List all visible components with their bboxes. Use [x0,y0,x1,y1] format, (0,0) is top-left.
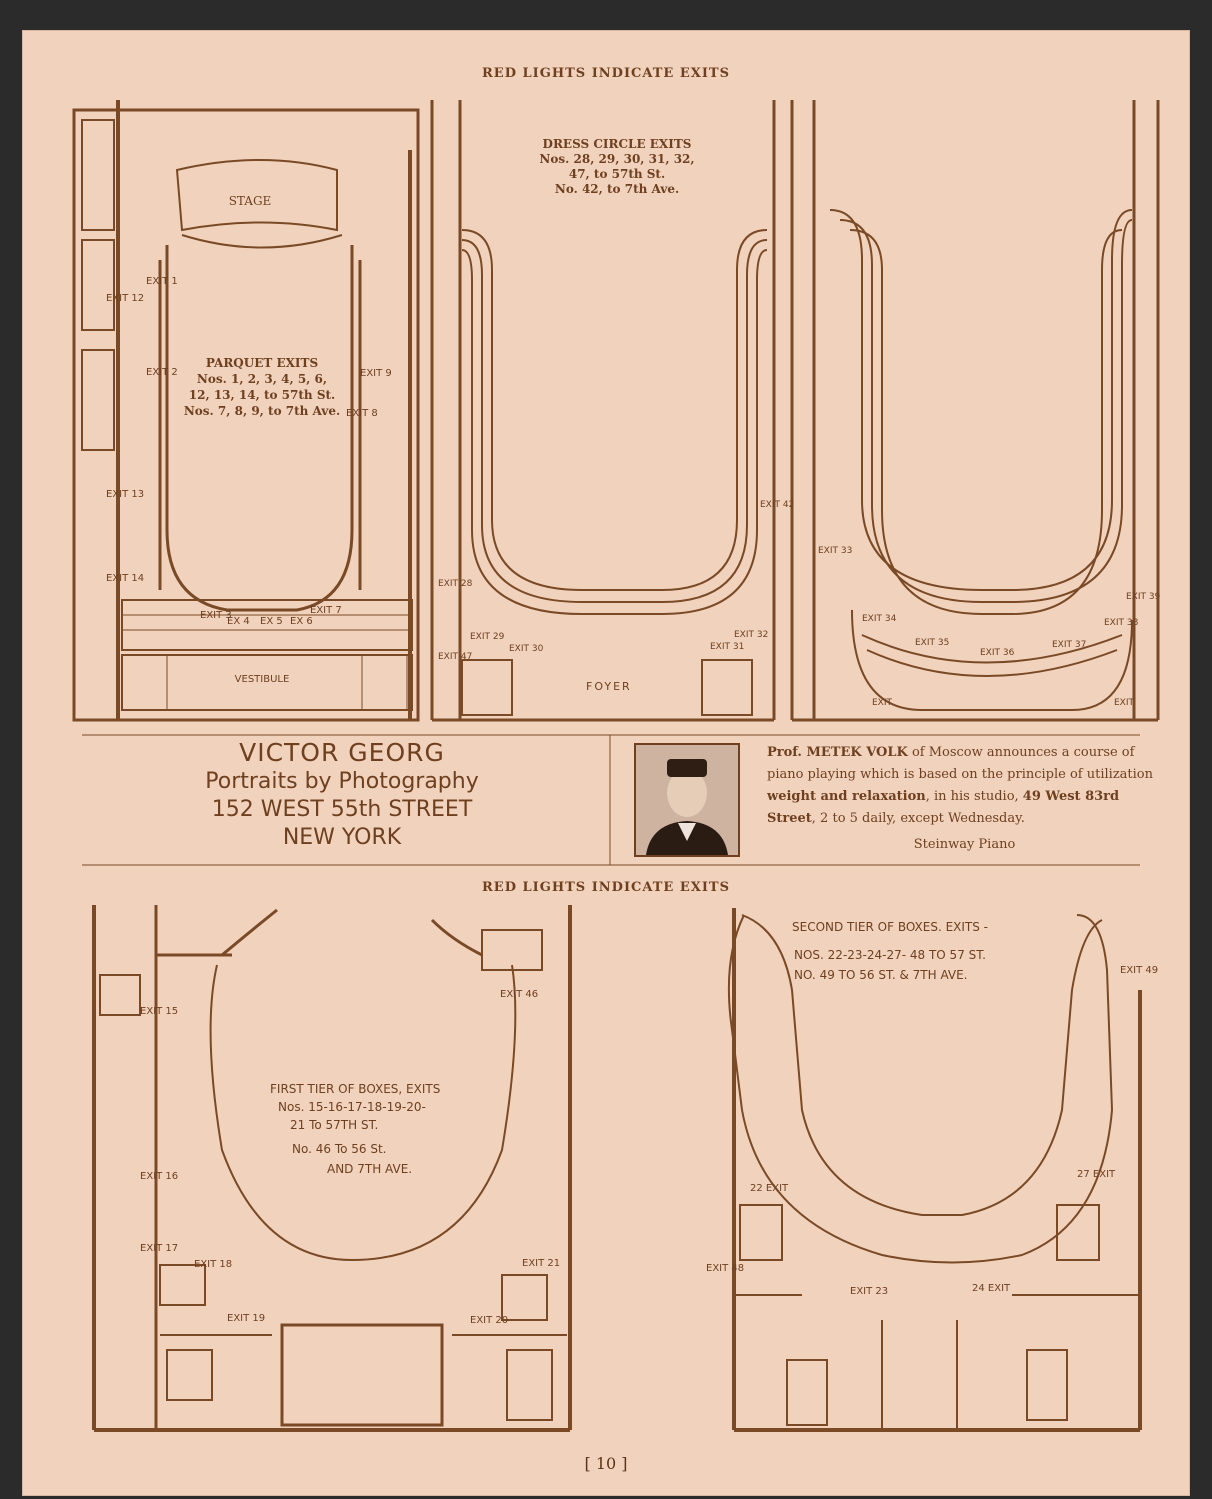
vestibule-label: VESTIBULE [234,674,290,685]
dress-circle-plan [430,100,776,722]
exit-33-label: EXIT 33 [818,546,853,556]
volk-bold-1: weight and relaxation [767,789,926,804]
exit-17-label: EXIT 17 [140,1243,179,1254]
first-tier-line2: Nos. 15-16-17-18-19-20- [278,1100,426,1114]
exit-12-label: EXIT 12 [106,293,145,304]
georg-service: Portraits by Photography [205,769,479,794]
volk-name: METEK VOLK [806,745,908,760]
volk-prefix: Prof. [767,745,807,760]
exit-14-label: EXIT 14 [106,573,145,584]
georg-name: VICTOR GEORG [239,738,445,767]
volk-address: 49 West 83rd Street [767,789,1120,826]
portrait-image [636,745,738,855]
exit-48-label: EXIT 48 [706,1263,745,1274]
dress-circle-line3: No. 42, to 7th Ave. [554,182,680,196]
georg-address: 152 WEST 55th STREET [211,797,473,822]
volk-text-1: of Moscow announces a course of piano pl… [767,745,1154,782]
second-tier-plan [727,908,1142,1432]
first-tier-line3: 21 To 57TH ST. [290,1118,379,1132]
exit-27-label: 27 EXIT [1077,1169,1116,1180]
parquet-exits-line3: Nos. 7, 8, 9, to 7th Ave. [183,404,341,418]
volk-sponsor: Steinway Piano [913,837,1016,852]
volk-text-2: , in his studio, [925,789,1023,804]
first-tier-line5: AND 7TH AVE. [327,1162,413,1176]
volk-announcement: Prof. METEK VOLK of Moscow announces a c… [767,742,1162,830]
balcony-exit-left-label: EXIT [872,698,893,708]
parquet-exits-title: PARQUET EXITS [205,356,319,370]
exit-notice-bottom: RED LIGHTS INDICATE EXITS [482,880,730,895]
parquet-exits-line1: Nos. 1, 2, 3, 4, 5, 6, [196,372,328,386]
program-page: RED LIGHTS INDICATE EXITS [22,30,1190,1496]
exit-35-label: EXIT 35 [915,638,950,648]
balcony-exit-right-label: EXIT [1114,698,1135,708]
exit-7-label: EXIT 7 [310,605,342,616]
exit-49-label: EXIT 49 [1120,965,1159,976]
exit-47-label: EXIT 47 [438,652,473,662]
exit-42-label: EXIT 42 [760,500,795,510]
exit-36-label: EXIT 36 [980,648,1015,658]
exit-15-label: EXIT 15 [140,1006,179,1017]
exit-22-label: 22 EXIT [750,1183,789,1194]
exit-8-label: EXIT 8 [346,408,378,419]
dress-circle-title: DRESS CIRCLE EXITS [542,137,692,151]
bottom-floor-plans [92,905,1142,1432]
exit-1-label: EXIT 1 [146,276,178,287]
exit-38-label: EXIT 38 [1104,618,1139,628]
stage-label: STAGE [228,194,272,208]
first-tier-line4: No. 46 To 56 St. [292,1142,387,1156]
exit-39-label: EXIT 39 [1126,592,1161,602]
divider-lines [82,734,1140,866]
exit-21-label: EXIT 21 [522,1258,561,1269]
exit-46-label: EXIT 46 [500,989,539,1000]
exit-28-label: EXIT 28 [438,579,473,589]
volk-portrait-photo [634,743,740,857]
exit-20-label: EXIT 20 [470,1315,509,1326]
exit-9-label: EXIT 9 [360,368,392,379]
exit-19-label: EXIT 19 [227,1313,266,1324]
exit-5-label: EX 5 [260,616,283,627]
second-tier-line1: SECOND TIER OF BOXES. EXITS - [792,920,989,934]
exit-24-label: 24 EXIT [972,1283,1011,1294]
exit-3-label: EXIT 3 [200,610,232,621]
victor-georg-ad: VICTOR GEORG Portraits by Photography 15… [82,738,602,852]
volk-text-3: , 2 to 5 daily, except Wednesday. [811,811,1025,826]
exit-16-label: EXIT 16 [140,1171,179,1182]
exit-18-label: EXIT 18 [194,1259,233,1270]
second-tier-line2: NOS. 22-23-24-27- 48 TO 57 ST. [794,948,986,962]
foyer-label: FOYER [586,680,632,693]
page-number: [ 10 ] [584,1454,628,1473]
parquet-exits-line2: 12, 13, 14, to 57th St. [188,388,336,402]
first-tier-plan [92,905,572,1432]
exit-4-label: EX 4 [227,616,250,627]
exit-34-label: EXIT 34 [862,614,897,624]
exit-30-label: EXIT 30 [509,644,544,654]
exit-2-label: EXIT 2 [146,367,178,378]
exit-32-label: EXIT 32 [734,630,769,640]
exit-37-label: EXIT 37 [1052,640,1087,650]
exit-notice-top: RED LIGHTS INDICATE EXITS [482,66,730,81]
dress-circle-line1: Nos. 28, 29, 30, 31, 32, [539,152,695,166]
exit-31-label: EXIT 31 [710,642,745,652]
exit-29-label: EXIT 29 [470,632,505,642]
exit-23-label: EXIT 23 [850,1286,889,1297]
dress-circle-line2: 47, to 57th St. [568,167,666,181]
top-floor-plans [72,100,1160,722]
exit-6-label: EX 6 [290,616,313,627]
first-tier-line1: FIRST TIER OF BOXES, EXITS [270,1082,441,1096]
exit-13-label: EXIT 13 [106,489,145,500]
parquet-plan [72,100,420,722]
georg-city: NEW YORK [282,825,402,850]
second-tier-line3: NO. 49 TO 56 ST. & 7TH AVE. [794,968,968,982]
metek-volk-ad: Prof. METEK VOLK of Moscow announces a c… [767,742,1162,856]
balcony-plan [790,100,1160,722]
